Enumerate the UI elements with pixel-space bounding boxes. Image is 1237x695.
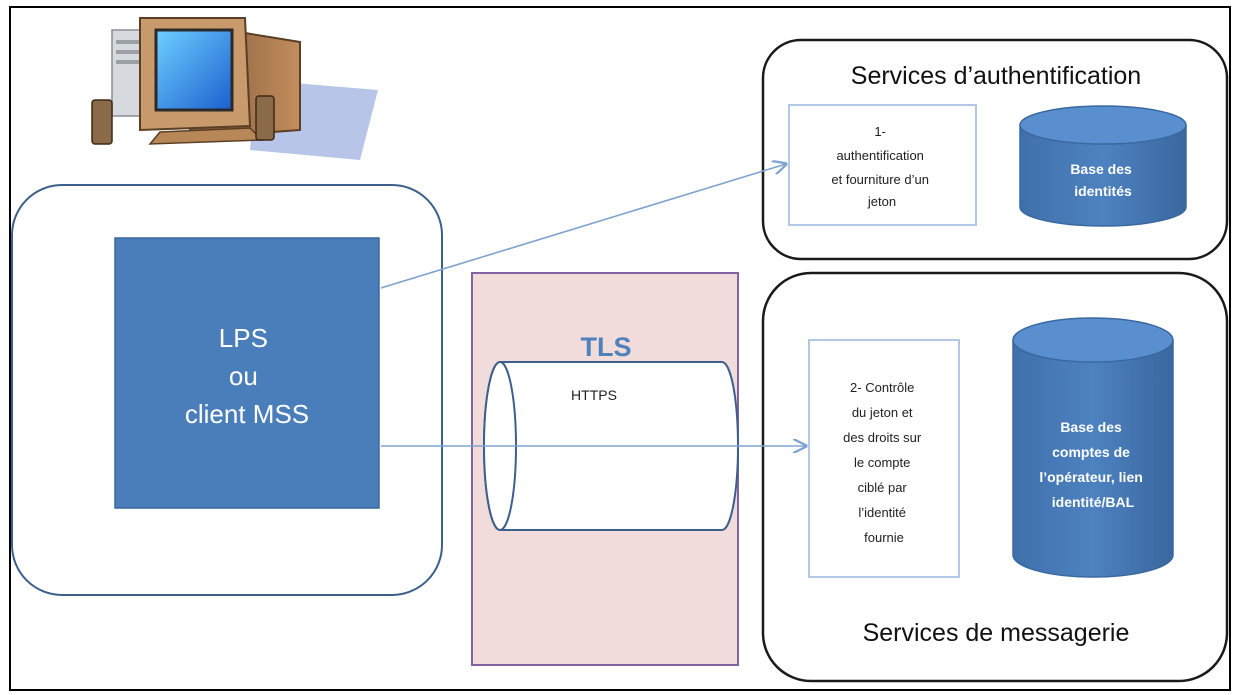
arrow-to-authentication [380,164,786,289]
client-container [11,184,443,596]
auth-services-title: Services d’authentification [851,62,1141,90]
outer-frame [9,6,1231,691]
tls-title: TLS [581,332,632,362]
auth-step-label: 1- authentification et fourniture d’un j… [831,124,932,209]
identity-database-label: Base des identités [1070,161,1135,199]
messaging-services-container [761,271,1229,683]
identity-database-icon [1019,105,1187,227]
client-label: LPS ou client MSS [185,323,309,429]
client-box [114,237,380,509]
auth-services-container [761,38,1229,261]
messaging-step-box [808,339,960,578]
desktop-computer-icon [91,17,378,160]
tunnel-label: HTTPS [571,387,617,403]
messaging-services-title: Services de messagerie [863,619,1130,647]
auth-step-box [788,104,977,226]
accounts-database-label: Base des comptes de l’opérateur, lien id… [1039,419,1146,510]
messaging-step-label: 2- Contrôle du jeton et des droits sur l… [843,380,925,545]
accounts-database-icon [1012,317,1174,578]
